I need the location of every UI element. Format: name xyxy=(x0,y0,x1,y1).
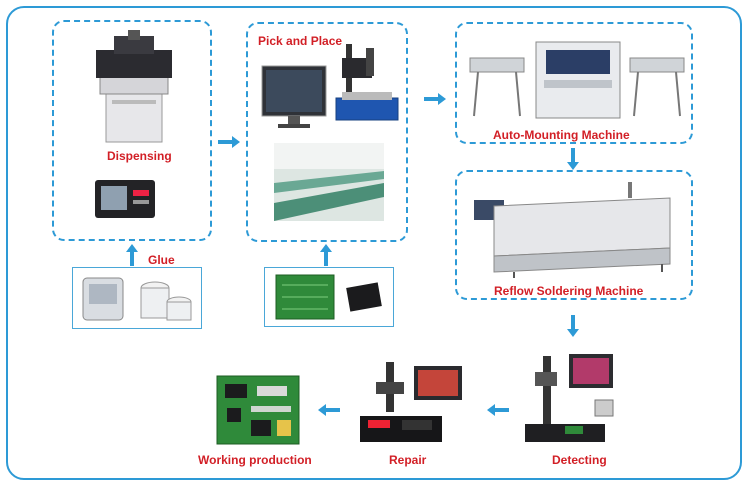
pick-and-place-label: Pick and Place xyxy=(258,34,343,48)
working-pcb-image xyxy=(216,375,300,445)
pcb-and-chip-image xyxy=(275,274,382,320)
repair-station-image xyxy=(360,362,462,442)
arrow-left-1 xyxy=(487,404,509,416)
glue-jars-image xyxy=(82,277,192,321)
reflow-oven-image xyxy=(474,182,671,278)
glue-dispenser-image xyxy=(95,180,155,218)
arrow-down-1 xyxy=(567,148,579,170)
pick-and-place-machine-image xyxy=(261,44,399,128)
repair-label: Repair xyxy=(389,453,427,467)
glue-label: Glue xyxy=(148,253,175,267)
dispensing-label: Dispensing xyxy=(107,149,172,163)
arrow-up-glue xyxy=(126,244,138,266)
pick-and-place-panel xyxy=(246,22,408,242)
auto-mounting-panel xyxy=(455,22,693,144)
detecting-label: Detecting xyxy=(552,453,607,467)
auto-mounting-line-image xyxy=(469,41,685,119)
arrow-right-2 xyxy=(424,93,446,105)
arrow-right-1 xyxy=(218,136,240,148)
detecting-microscope-image xyxy=(525,354,614,442)
arrow-up-pcb xyxy=(320,244,332,266)
stencil-printer-image xyxy=(96,30,172,143)
reflow-label: Reflow Soldering Machine xyxy=(494,284,644,298)
auto-mounting-label: Auto-Mounting Machine xyxy=(493,128,630,142)
assembly-line-photo xyxy=(274,143,384,221)
dispensing-panel xyxy=(52,20,212,241)
reflow-panel xyxy=(455,170,693,300)
arrow-left-2 xyxy=(318,404,340,416)
arrow-down-2 xyxy=(567,315,579,337)
working-production-label: Working production xyxy=(198,453,312,467)
outer-frame xyxy=(6,6,742,480)
